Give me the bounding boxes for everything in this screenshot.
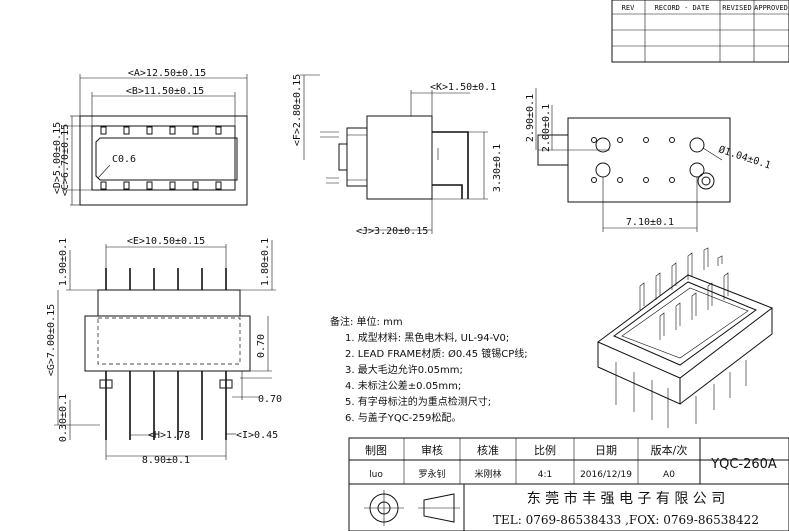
isometric-view [597, 247, 774, 428]
dim-190-label: 1.90±0.1 [58, 238, 69, 286]
tb-header-version: 版本/次 [651, 443, 688, 457]
isometric-pins-up [639, 247, 729, 340]
part-number: YQC-260A [710, 457, 777, 472]
note-item-6: 6. 与盖子YQC-259松配。 [345, 411, 461, 424]
notes-block: 备注: 单位: mm 1. 成型材料: 黑色电木料, UL-94-V0; 2. … [330, 315, 528, 424]
dim-290-label: 2.90±0.1 [525, 94, 536, 142]
title-block: 制图 审核 核准 比例 日期 版本/次 luo 罗永钊 米刚林 4:1 2016… [348, 437, 789, 531]
bottom-view: 2.90±0.1 2.00±0.1 Ø1.04±0.1 7.10±0.1 [525, 88, 772, 232]
tb-header-approved: 核准 [477, 443, 499, 457]
dim-d-label: <D>5.00±0.15 [52, 122, 63, 194]
projection-symbol-icon [364, 490, 460, 526]
isometric-pins-down [615, 360, 747, 428]
dim-330-label: 3.30±0.1 [492, 144, 503, 192]
dim-070b-label: 0.70 [258, 394, 282, 405]
tb-header-drawn: 制图 [365, 444, 387, 457]
record-date-header: RECORD - DATE [655, 4, 710, 12]
front-view-upper-pins [105, 268, 227, 290]
dim-k-label: <K>1.50±0.1 [430, 82, 496, 93]
dim-hole-label: Ø1.04±0.1 [717, 143, 772, 171]
note-item-2: 2. LEAD FRAME材质: Ø0.45 镀锡CP线; [345, 347, 528, 360]
dim-f-label: <F>2.80±0.15 [292, 74, 303, 146]
side-view: <F>2.80±0.15 <K>1.50±0.1 <J>3.20±0.15 3.… [292, 74, 503, 237]
top-view-pins [100, 126, 222, 190]
tb-value-version: A0 [663, 470, 675, 480]
top-view: <A>12.50±0.15 <B>11.50±0.15 <C>6.70±0.15… [52, 68, 248, 206]
revised-header: REVISED [722, 4, 752, 12]
dim-200-label: 2.00±0.1 [541, 104, 552, 152]
rev-header: REV [622, 4, 635, 12]
dim-180-label: 1.80±0.1 [260, 238, 271, 286]
dim-i-label: <I>0.45 [236, 430, 278, 441]
notes-title: 备注: 单位: mm [330, 315, 403, 328]
front-view-lower-pins [99, 371, 233, 440]
tb-value-checked: 罗永钊 [418, 468, 445, 480]
front-view: <E>10.50±0.15 1.90±0.1 1.80±0.1 <G>7.00±… [46, 236, 282, 466]
bottom-view-holes [591, 137, 715, 190]
tb-header-date: 日期 [595, 444, 617, 457]
revision-table: REV RECORD - DATE REVISED APPROVED [611, 0, 789, 63]
dim-c-label: <C>6.70±0.15 [60, 124, 71, 196]
dim-a-label: <A>12.50±0.15 [128, 68, 206, 79]
dim-070a-label: 0.70 [256, 334, 267, 358]
dim-j-label: <J>3.20±0.15 [356, 226, 428, 237]
company-contact: TEL: 0769-86538433 ,FOX: 0769-86538422 [493, 513, 759, 527]
note-item-1: 1. 成型材料: 黑色电木料, UL-94-V0; [345, 331, 509, 344]
approved-header: APPROVED [754, 4, 788, 12]
note-item-4: 4. 未标注公差±0.05mm; [345, 379, 461, 392]
tb-value-scale: 4:1 [538, 470, 552, 480]
company-name: 东 莞 市 丰 强 电 子 有 限 公 司 [527, 490, 726, 507]
note-item-5: 5. 有字母标注的为重点检测尺寸; [345, 395, 491, 408]
dim-b-label: <B>11.50±0.15 [126, 86, 204, 97]
dim-h-label: <H>1.78 [148, 430, 190, 441]
dim-890-label: 8.90±0.1 [142, 455, 190, 466]
tb-header-checked: 审核 [421, 443, 443, 457]
tb-value-drawn: luo [369, 470, 383, 480]
tb-value-approved: 米刚林 [474, 468, 501, 480]
dim-e-label: <E>10.50±0.15 [127, 236, 205, 247]
dim-g-label: <G>7.00±0.15 [46, 304, 57, 376]
tb-value-date: 2016/12/19 [580, 470, 632, 480]
dim-710-label: 7.10±0.1 [626, 217, 674, 228]
tb-header-scale: 比例 [534, 443, 556, 457]
note-item-3: 3. 最大毛边允许0.05mm; [345, 363, 463, 376]
chamfer-label: C0.6 [112, 154, 136, 165]
dim-030-label: 0.30±0.1 [58, 394, 69, 442]
